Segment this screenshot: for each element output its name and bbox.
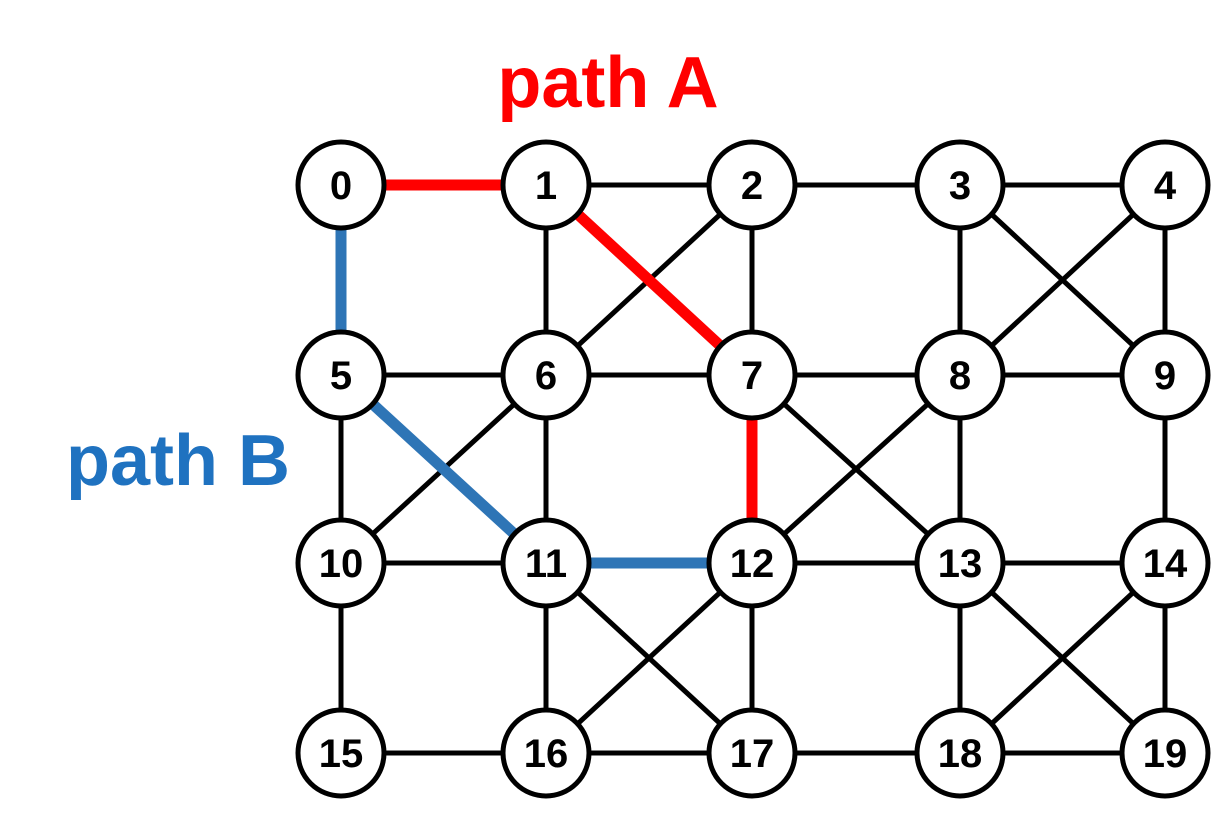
path-b-edge-5-11: [337, 370, 550, 568]
edge-4-8: [958, 183, 1167, 377]
node-label: 4: [1154, 164, 1177, 208]
node-circle: [1119, 329, 1211, 421]
node-circle: [295, 707, 387, 799]
node-15: 15: [295, 707, 387, 799]
node-circle: [500, 517, 592, 609]
edge-14-18: [958, 561, 1167, 755]
node-label: 12: [730, 542, 775, 586]
node-circle: [295, 139, 387, 231]
node-circle: [500, 329, 592, 421]
node-circle: [706, 139, 798, 231]
node-label: 5: [330, 354, 352, 398]
edge-8-12: [750, 373, 962, 565]
node-label: 11: [525, 542, 567, 586]
node-1: 1: [500, 139, 592, 231]
node-circle: [706, 329, 798, 421]
node-11: 11: [500, 517, 592, 609]
node-label: 0: [330, 164, 352, 208]
node-3: 3: [914, 139, 1006, 231]
node-18: 18: [914, 707, 1006, 799]
node-label: 9: [1154, 354, 1176, 398]
node-8: 8: [914, 329, 1006, 421]
node-label: 18: [938, 732, 983, 776]
node-circle: [914, 707, 1006, 799]
node-label: 7: [741, 354, 763, 398]
node-circle: [706, 517, 798, 609]
node-label: 6: [535, 354, 557, 398]
node-circle: [500, 139, 592, 231]
node-9: 9: [1119, 329, 1211, 421]
node-circle: [706, 707, 798, 799]
node-5: 5: [295, 329, 387, 421]
node-12: 12: [706, 517, 798, 609]
node-circle: [295, 517, 387, 609]
node-label: 3: [949, 164, 971, 208]
node-label: 14: [1143, 542, 1188, 586]
node-0: 0: [295, 139, 387, 231]
node-2: 2: [706, 139, 798, 231]
path-a-label: path A: [497, 43, 718, 123]
node-label: 15: [319, 732, 364, 776]
node-4: 4: [1119, 139, 1211, 231]
node-7: 7: [706, 329, 798, 421]
path-b-label: path B: [66, 421, 290, 501]
node-circle: [295, 329, 387, 421]
edge-12-16: [544, 561, 754, 755]
node-circle: [914, 517, 1006, 609]
node-label: 8: [949, 354, 971, 398]
node-16: 16: [500, 707, 592, 799]
node-14: 14: [1119, 517, 1211, 609]
node-label: 19: [1143, 732, 1188, 776]
node-circle: [1119, 517, 1211, 609]
node-circle: [914, 329, 1006, 421]
node-circle: [1119, 139, 1211, 231]
node-13: 13: [914, 517, 1006, 609]
node-label: 16: [524, 732, 569, 776]
node-circle: [914, 139, 1006, 231]
node-label: 2: [741, 164, 763, 208]
node-10: 10: [295, 517, 387, 609]
node-19: 19: [1119, 707, 1211, 799]
node-label: 1: [535, 164, 557, 208]
node-label: 10: [319, 542, 364, 586]
node-label: 17: [730, 732, 775, 776]
node-label: 13: [938, 542, 983, 586]
node-17: 17: [706, 707, 798, 799]
node-circle: [500, 707, 592, 799]
node-6: 6: [500, 329, 592, 421]
path-a-edge-1-7: [542, 180, 756, 380]
node-circle: [1119, 707, 1211, 799]
